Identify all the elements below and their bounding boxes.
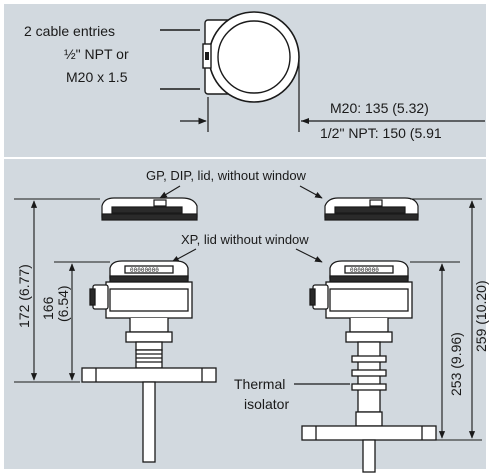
dim-253-label: 253 (9.96) — [448, 332, 464, 396]
gp-lid-arrow-left — [159, 185, 181, 199]
dim-npt-label: 1/2" NPT: 150 (5.91 — [320, 125, 442, 141]
dim-166-label-a: 166 — [40, 296, 56, 320]
top-dim-arrow — [301, 118, 309, 124]
dim-172-label: 172 (6.77) — [16, 264, 32, 328]
left-dimension-lines — [14, 198, 110, 383]
xp-lid-label: XP, lid without window — [181, 232, 309, 247]
cable-entries-line1: 2 cable entries — [24, 23, 115, 39]
right-dimension-lines — [410, 198, 482, 441]
gp-lid-arrow-right — [299, 185, 323, 199]
thermal-isolator-line2: isolator — [244, 396, 289, 412]
cable-entries-line3: M20 x 1.5 — [66, 69, 128, 85]
cable-entries-line2: ½" NPT or — [64, 46, 129, 62]
right-nameplate-text: 00000000 — [350, 267, 379, 274]
xp-lid-arrow-left — [171, 248, 197, 263]
gp-lid-label: GP, DIP, lid, without window — [146, 168, 307, 183]
right-device — [301, 260, 437, 473]
left-device — [81, 260, 217, 463]
left-nameplate-text: 00000000 — [130, 267, 159, 274]
gp-lid-right — [324, 197, 419, 221]
thermal-isolator-line1: Thermal — [234, 376, 285, 392]
xp-lid-arrow-right — [295, 248, 323, 263]
top-view — [160, 11, 300, 103]
dim-m20-label: M20: 135 (5.32) — [330, 100, 429, 116]
dim-259-label: 259 (10.20) — [473, 280, 489, 352]
dim-166-label-b: (6.54) — [55, 285, 71, 322]
gp-lid-left — [101, 197, 198, 221]
